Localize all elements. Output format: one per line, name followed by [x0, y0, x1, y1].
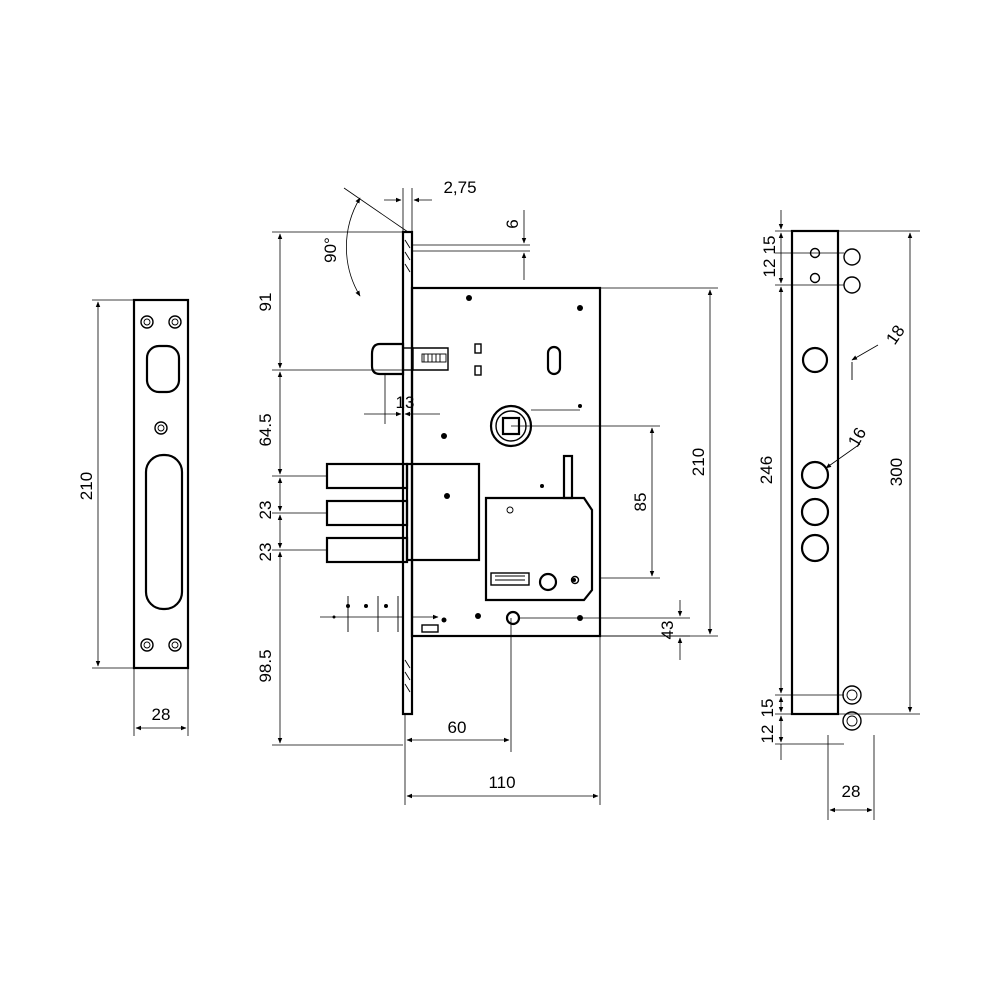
dim-23-a-label: 23 — [256, 501, 275, 520]
faceplate-width-label: 28 — [842, 782, 861, 801]
faceplate-dim-16-label: 16 — [844, 424, 870, 450]
bottom-left-marks — [320, 596, 439, 632]
faceplate-chamfer-marks — [404, 239, 411, 693]
faceplate-thickness-label: 2,75 — [443, 178, 476, 197]
strike-height-label: 210 — [77, 472, 96, 500]
dim-98-5-label: 98.5 — [256, 649, 275, 682]
faceplate-latch-hole — [801, 346, 829, 374]
strike-bolt-slot — [145, 344, 181, 394]
strike-width-label: 28 — [152, 705, 171, 724]
offset-label: 6 — [503, 219, 522, 228]
dim-23-b-label: 23 — [256, 543, 275, 562]
left-dimension-chain — [272, 231, 403, 746]
faceplate-dim-300-label: 300 — [887, 458, 906, 486]
lock-case — [410, 286, 602, 638]
latch-bolt — [370, 342, 482, 376]
faceplate-dim-15-bottom-label: 15 — [758, 699, 777, 718]
dim-64-5-label: 64.5 — [256, 413, 275, 446]
latch-label: 13 — [396, 393, 415, 412]
faceplate-deadbolt-holes — [800, 460, 830, 563]
faceplate-dim-15-top-label: 15 — [760, 236, 779, 255]
lock-body: 90° 2,75 6 91 64.5 23 23 98 — [256, 178, 718, 805]
faceplate-screw-holes-top — [843, 248, 861, 294]
lock-height-label: 210 — [689, 448, 708, 476]
strike-center-hole — [154, 421, 168, 435]
faceplate-dim-18-label: 18 — [882, 322, 908, 348]
faceplate-screw-holes-bottom — [842, 685, 862, 731]
spindle-to-key-label: 85 — [631, 493, 650, 512]
dim-91-label: 91 — [256, 293, 275, 312]
bottom-label: 43 — [658, 621, 677, 640]
front-faceplate: 12 15 18 16 246 15 12 300 28 — [757, 210, 920, 820]
strike-screw-holes-bottom — [140, 638, 182, 652]
angle-label: 90° — [321, 237, 340, 263]
strike-screw-holes-top — [140, 315, 182, 329]
faceplate-small-holes — [809, 247, 821, 284]
lock-upper-slot — [546, 345, 562, 376]
faceplate-dim-12-label: 12 — [760, 259, 779, 278]
strike-plate: 210 28 — [77, 298, 190, 736]
faceplate-dim-246-label: 246 — [757, 456, 776, 484]
key-mechanism — [421, 454, 594, 633]
lock-width-label: 110 — [488, 773, 515, 792]
strike-latch-slot — [144, 453, 184, 611]
case-screw-dots — [441, 295, 583, 623]
backset-label: 60 — [448, 718, 467, 737]
faceplate-dim-12-bottom-label: 12 — [758, 725, 777, 744]
